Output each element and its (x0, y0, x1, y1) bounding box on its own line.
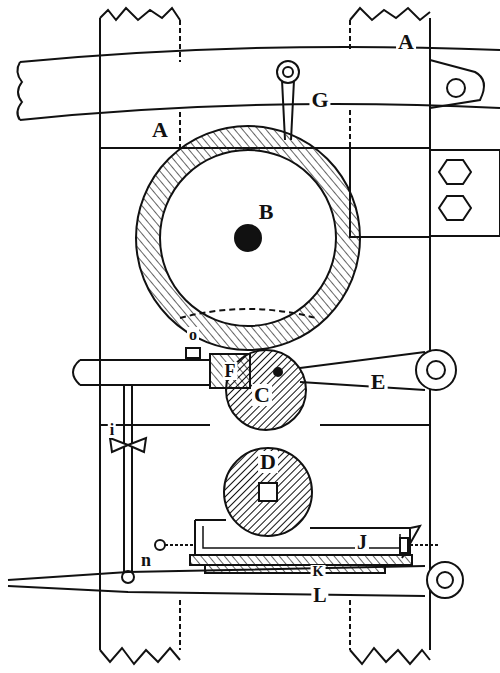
part-letter: i (108, 422, 116, 438)
part-letter: G (309, 89, 330, 111)
part-letter: A (150, 119, 170, 141)
part-letter: A (396, 31, 416, 53)
part-letter: n (139, 551, 153, 569)
part-letter: L (311, 585, 328, 605)
part-letter: C (252, 384, 272, 406)
part-letter: D (258, 451, 278, 473)
part-letter: J (355, 532, 369, 552)
part-letter: E (369, 371, 388, 393)
part-letter: F (223, 362, 238, 380)
part-letter: K (311, 565, 326, 579)
part-letter: o (187, 327, 199, 343)
part-letter: B (257, 201, 276, 223)
